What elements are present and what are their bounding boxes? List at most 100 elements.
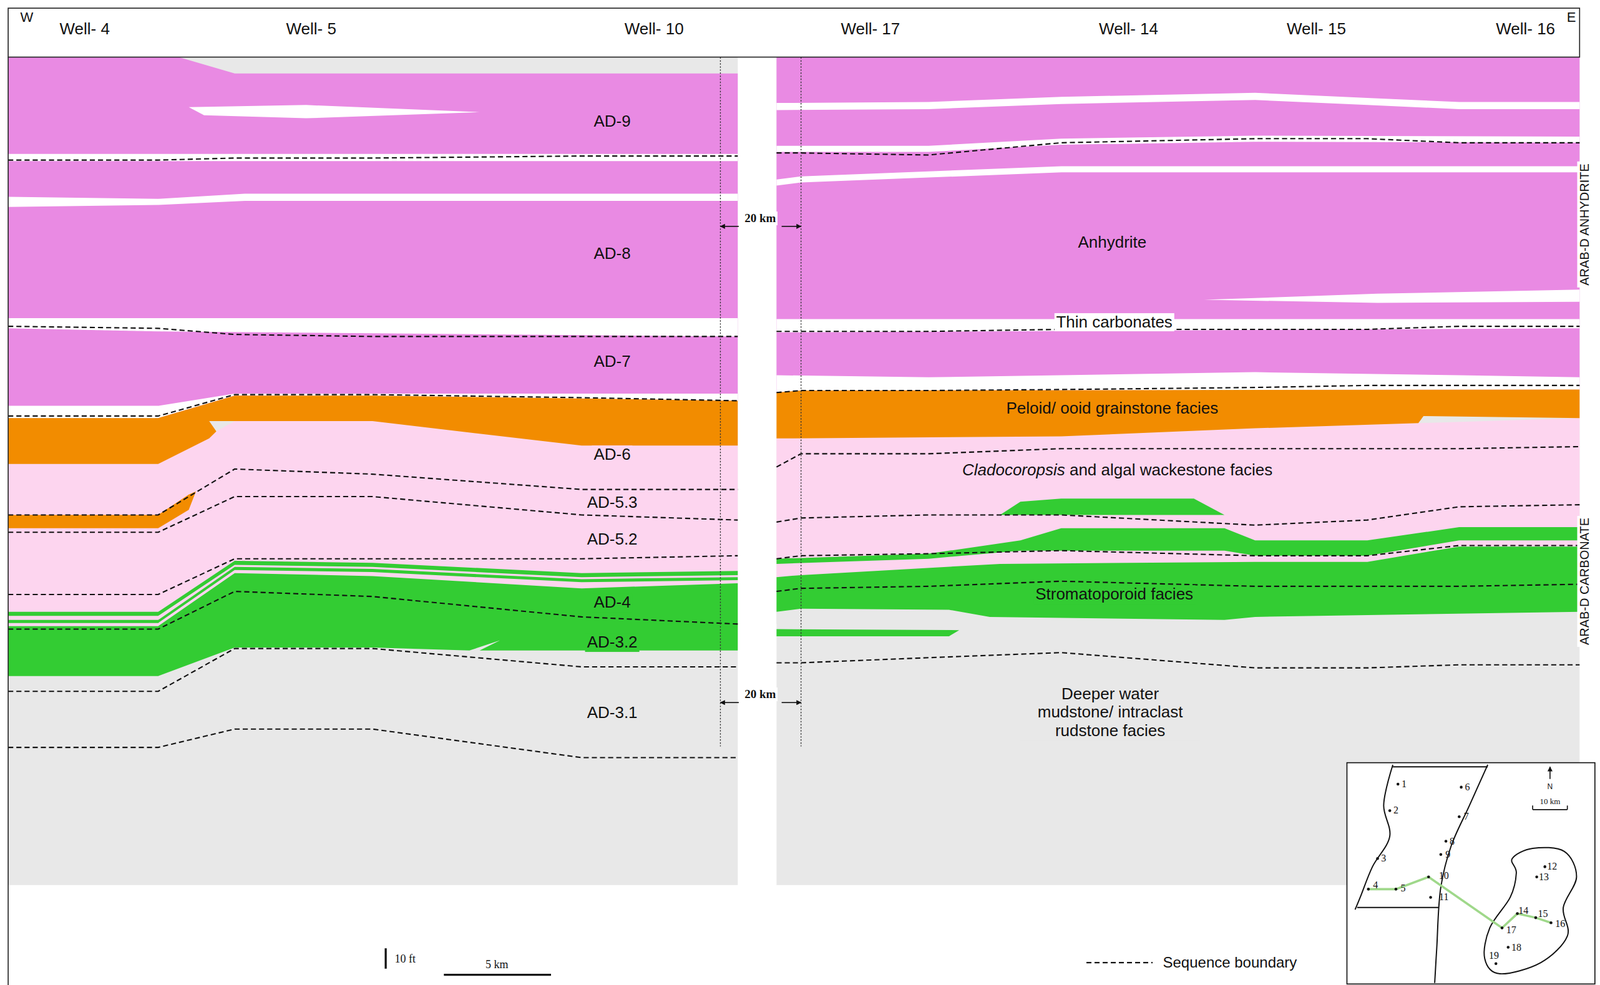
carbonate-lens bbox=[1204, 289, 1581, 303]
well-number: 16 bbox=[1553, 918, 1567, 930]
sequence-boundary bbox=[776, 138, 1580, 155]
stromatoporoid-band bbox=[8, 573, 738, 677]
sequence-name: AD-6 bbox=[591, 445, 633, 465]
rock-ground bbox=[8, 57, 738, 886]
well-number: 15 bbox=[1535, 907, 1550, 920]
distance-arrow bbox=[720, 702, 739, 704]
well-number: 6 bbox=[1462, 781, 1472, 794]
vertical-scale-bar bbox=[384, 948, 387, 970]
grainstone-band bbox=[776, 389, 1580, 439]
header-frame bbox=[8, 8, 1580, 57]
facies-label: Deeper water mudstone/ intraclast rudsto… bbox=[1020, 685, 1200, 742]
sequence-boundary bbox=[776, 652, 1580, 669]
carbonate-layer bbox=[8, 318, 738, 337]
horizontal-scale-bar bbox=[443, 974, 552, 976]
sequence-boundary bbox=[776, 385, 1580, 393]
compass-letter: W bbox=[18, 9, 35, 25]
dotted-guide bbox=[720, 57, 721, 747]
carbonate-layer bbox=[8, 194, 738, 208]
map-label: 10 km bbox=[1537, 796, 1562, 807]
carbonate-layer bbox=[8, 154, 738, 161]
carbonate-layer bbox=[776, 135, 1580, 152]
sequence-boundary bbox=[8, 469, 738, 516]
distance-arrow bbox=[781, 225, 802, 228]
well-number: 9 bbox=[1443, 849, 1453, 861]
frame-line bbox=[7, 57, 9, 985]
sequence-boundary bbox=[8, 556, 738, 595]
sequence-name: AD-3.1 bbox=[585, 703, 640, 723]
map-label: N bbox=[1545, 783, 1556, 792]
facies-label: Anhydrite bbox=[1075, 233, 1149, 253]
well-number: 4 bbox=[1370, 879, 1380, 892]
stromatoporoid-strip bbox=[776, 629, 960, 637]
well-number: 17 bbox=[1504, 924, 1519, 937]
well-number: 7 bbox=[1462, 811, 1471, 823]
facies-label: Thin carbonates bbox=[1053, 313, 1174, 332]
distance-label: 20 km bbox=[742, 687, 778, 702]
well-name: Well- 4 bbox=[58, 19, 112, 39]
well-name: Well- 17 bbox=[838, 19, 902, 39]
carbonate-layer bbox=[776, 165, 1580, 186]
sequence-boundary bbox=[8, 156, 738, 161]
unit-name: ARAB-D ANHYDRITE bbox=[1577, 161, 1592, 288]
sequence-name: AD-5.3 bbox=[585, 493, 640, 513]
sequence-name: AD-4 bbox=[591, 593, 633, 613]
sequence-boundary bbox=[8, 591, 738, 630]
dotted-guide bbox=[800, 57, 802, 747]
rock-ground bbox=[776, 57, 1580, 886]
well-number: 14 bbox=[1516, 904, 1531, 917]
sequence-boundary bbox=[8, 326, 738, 337]
distance-label: 20 km bbox=[742, 211, 778, 226]
carbonate-layer bbox=[776, 92, 1580, 111]
unit-name: ARAB-D CARBONATE bbox=[1577, 516, 1592, 648]
sequence-boundary bbox=[8, 648, 738, 693]
facies-label: Peloid/ ooid grainstone facies bbox=[1004, 400, 1221, 419]
well-number: 1 bbox=[1399, 778, 1409, 791]
rock-notch bbox=[776, 612, 791, 625]
stromatoporoid-band bbox=[776, 546, 1580, 621]
legend-text: Sequence boundary bbox=[1162, 954, 1297, 972]
sequence-name: AD-5.2 bbox=[585, 530, 640, 550]
well-number: 8 bbox=[1447, 835, 1457, 847]
anhydrite-band bbox=[776, 57, 1580, 394]
facies-label: Cladocoropsis and algal wackestone facie… bbox=[960, 461, 1275, 480]
distance-arrow bbox=[781, 702, 802, 704]
well-number: 13 bbox=[1536, 871, 1551, 883]
facies-label: Stromatoporoid facies bbox=[1033, 585, 1196, 605]
well-name: Well- 16 bbox=[1493, 19, 1557, 39]
well-number: 2 bbox=[1391, 804, 1401, 817]
well-name: Well- 15 bbox=[1284, 19, 1348, 39]
grainstone-lens bbox=[8, 491, 196, 529]
carbonate-layer bbox=[776, 372, 1580, 394]
sequence-boundary bbox=[776, 545, 1580, 559]
sequence-boundary bbox=[8, 729, 738, 759]
sequence-name: AD-9 bbox=[591, 112, 633, 132]
well-number: 19 bbox=[1487, 949, 1501, 961]
legend-entry: Sequence boundary bbox=[1086, 954, 1297, 972]
sequence-boundary bbox=[776, 326, 1580, 332]
well-number: 3 bbox=[1379, 853, 1388, 865]
well-number: 12 bbox=[1545, 861, 1559, 873]
anhydrite-band bbox=[8, 57, 738, 419]
well-number: 18 bbox=[1509, 941, 1524, 953]
well-number: 10 bbox=[1437, 870, 1451, 882]
grainstone-band bbox=[8, 395, 738, 465]
sequence-name: AD-7 bbox=[591, 352, 633, 372]
legend-line-sample bbox=[1086, 959, 1156, 966]
carbonate-lens bbox=[189, 104, 480, 118]
well-number: 5 bbox=[1398, 882, 1408, 895]
scale-label: 5 km bbox=[483, 958, 511, 972]
sequence-name: AD-3.2 bbox=[585, 633, 640, 653]
location-map bbox=[1346, 763, 1595, 985]
distance-arrow bbox=[720, 225, 739, 228]
carbonate-layer bbox=[776, 319, 1580, 333]
sequence-boundary bbox=[776, 504, 1580, 526]
well-name: Well- 10 bbox=[622, 19, 686, 39]
scale-label: 10 ft bbox=[393, 952, 419, 966]
well-number: 11 bbox=[1437, 891, 1451, 903]
sequence-boundary bbox=[8, 395, 738, 417]
sequence-name: AD-8 bbox=[591, 244, 633, 264]
well-name: Well- 14 bbox=[1097, 19, 1161, 39]
